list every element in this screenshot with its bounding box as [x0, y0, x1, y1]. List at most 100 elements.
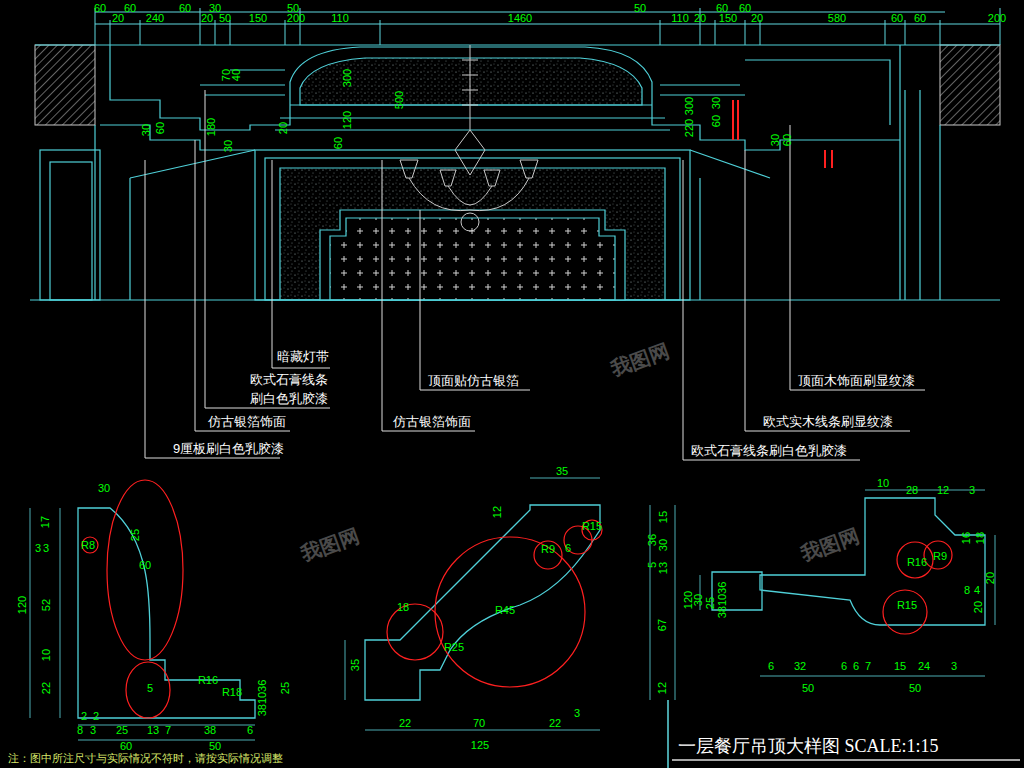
- material-callout: 9厘板刷白色乳胶漆: [172, 442, 285, 457]
- ceiling-elevation: [660, 60, 890, 125]
- dimension-value: 50: [219, 12, 231, 25]
- ceiling-elevation: [300, 58, 642, 105]
- radius-circle: [435, 537, 585, 687]
- dimension-value: 6: [247, 724, 253, 737]
- dimension-value: 180: [205, 118, 218, 136]
- dimension-value: 32: [794, 660, 806, 673]
- dimension-value: 5: [147, 682, 153, 695]
- dimension-value: R25: [444, 641, 464, 654]
- chandelier: [455, 130, 485, 175]
- ceiling-elevation: [900, 45, 940, 300]
- wall-section: [940, 45, 1000, 125]
- dimension-value: 6: [565, 542, 571, 555]
- dimension-value: 3: [43, 542, 49, 555]
- dimension-value: 1460: [508, 12, 532, 25]
- ceiling-elevation: [94, 125, 95, 300]
- ceiling-elevation: [280, 168, 665, 300]
- chandelier: [461, 213, 479, 231]
- dimension-value: 50: [802, 682, 814, 695]
- material-callout: 仿古银箔饰面: [207, 415, 287, 430]
- dimension-value: 40: [230, 69, 243, 81]
- radius-circle: [582, 520, 602, 540]
- dimension-value: 30: [98, 482, 110, 495]
- dimension-value: 3: [90, 724, 96, 737]
- moulding-profile: [365, 505, 600, 700]
- ceiling-elevation: [290, 47, 652, 105]
- dimension-value: 30: [692, 594, 705, 606]
- dimension-value: 35: [556, 465, 568, 478]
- dimension-value: 4: [974, 584, 980, 597]
- red-marks: [831, 150, 833, 168]
- dimension-value: 24: [918, 660, 930, 673]
- dimension-value: 381036: [716, 582, 729, 619]
- dimension-value: 60: [154, 122, 167, 134]
- radius-circle: [107, 480, 183, 660]
- detail-dimension-lines: [700, 490, 995, 676]
- dimension-value: 60: [94, 2, 106, 15]
- dimension-value: 60: [781, 134, 794, 146]
- ceiling-elevation: [35, 44, 1000, 45]
- dimension-value: 22: [549, 717, 561, 730]
- dimension-value: 7: [865, 660, 871, 673]
- dimension-value: 12: [656, 682, 669, 694]
- drawing-title: 一层餐厅吊顶大样图 SCALE:1:15: [678, 736, 939, 757]
- dimension-value: 35: [349, 659, 362, 671]
- leader-lines: [790, 125, 925, 390]
- radius-circle: [883, 590, 927, 634]
- dimension-value: 30: [140, 124, 153, 136]
- dimension-value: 20: [112, 12, 124, 25]
- watermark: 我图网: [608, 339, 672, 381]
- dimension-value: 18: [397, 601, 409, 614]
- dimension-value: 30: [710, 97, 723, 109]
- dimension-value: 25: [129, 529, 142, 541]
- dimension-value: 25: [704, 597, 717, 609]
- drawing-note: 注：图中所注尺寸与实际情况不符时，请按实际情况调整: [8, 752, 283, 765]
- dimension-value: 13: [147, 724, 159, 737]
- dimension-value: 150: [719, 12, 737, 25]
- dimension-value: 60: [914, 12, 926, 25]
- material-callout: 暗藏灯带: [276, 350, 330, 365]
- dimension-value: 381036: [256, 680, 269, 717]
- dimension-value: 25: [279, 682, 292, 694]
- dimension-value: 50: [634, 2, 646, 15]
- dimension-value: R18: [222, 686, 242, 699]
- chandelier: [400, 45, 538, 231]
- title-underline: [668, 700, 1020, 768]
- dimension-value: 150: [249, 12, 267, 25]
- dimension-value: 6: [853, 660, 859, 673]
- dimension-lines: [95, 8, 1000, 45]
- chandelier: [409, 178, 529, 211]
- ceiling-elevation: [30, 45, 1000, 300]
- dimension-value: 13: [657, 562, 670, 574]
- material-callout: 顶面木饰面刷显纹漆: [797, 374, 916, 389]
- dimension-value: 30: [769, 134, 782, 146]
- dimension-value: 60: [139, 559, 151, 572]
- moulding-profile: [78, 498, 985, 718]
- ceiling-elevation: [200, 70, 285, 95]
- dimension-value: R9: [933, 550, 947, 563]
- dimension-value: 15: [657, 511, 670, 523]
- wall-section: [35, 45, 95, 125]
- dimension-value: 500: [393, 91, 406, 109]
- radius-circle: [897, 542, 933, 578]
- ceiling-elevation: [110, 45, 290, 130]
- dimension-value: 60: [179, 2, 191, 15]
- dimension-value: 18: [974, 532, 987, 544]
- dimension-value: 22: [40, 682, 53, 694]
- chandelier: [462, 60, 478, 105]
- material-callout: 仿古银箔饰面: [392, 415, 472, 430]
- leader-lines: [382, 160, 475, 431]
- radius-circle: [924, 541, 952, 569]
- dimension-value: 7: [165, 724, 171, 737]
- dimension-value: 50: [209, 740, 221, 753]
- red-marks: [824, 150, 826, 168]
- dimension-value: 220: [683, 119, 696, 137]
- dimension-value: 6: [841, 660, 847, 673]
- dimension-value: 20: [277, 122, 290, 134]
- dimension-value: 20: [984, 572, 997, 584]
- dimension-value: 25: [116, 724, 128, 737]
- leader-lines: [205, 90, 330, 408]
- dimension-value: R45: [495, 604, 515, 617]
- radius-circle: [534, 541, 562, 569]
- leader-lines: [745, 150, 910, 431]
